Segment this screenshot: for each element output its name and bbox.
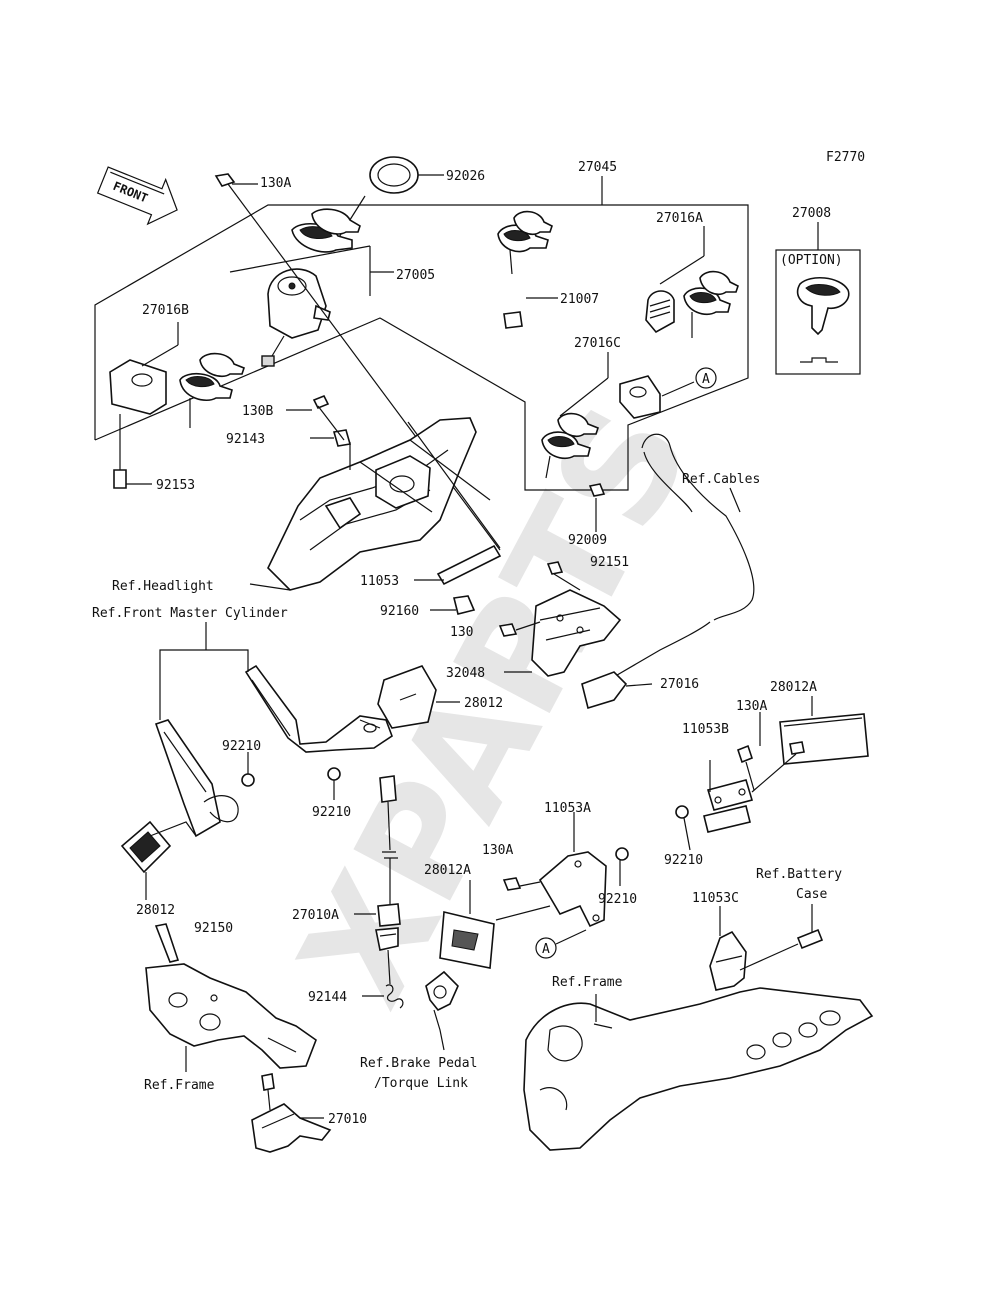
- bracket-11053C: [709, 904, 824, 991]
- leader-lines: [359, 439, 491, 513]
- sensor-28012-mid: [244, 664, 460, 753]
- callout-27045: 27045: [578, 160, 617, 175]
- callout-130: 130: [450, 625, 473, 640]
- callout-92210-left: 92210: [222, 739, 261, 754]
- sensor-28012-left: [120, 719, 239, 900]
- callout-92210-mid: 92210: [312, 805, 351, 820]
- bracket-11053A: [495, 812, 607, 959]
- callout-27016C: 27016C: [574, 336, 621, 351]
- frame-left: [145, 923, 317, 1072]
- callout-92026: 92026: [446, 169, 485, 184]
- bolt-130A-top: [214, 173, 501, 551]
- spring-92144: [362, 970, 459, 1051]
- callout-ref-cables: Ref.Cables: [682, 472, 760, 487]
- lock-27016C: [541, 352, 717, 479]
- callout-27016: 27016: [660, 677, 699, 692]
- front-arrow-label: FRONT: [111, 179, 150, 206]
- callout-28012-mid: 28012: [464, 696, 503, 711]
- keys-27005: [229, 208, 394, 296]
- callout-27005: 27005: [396, 268, 435, 283]
- switch-27010A: [354, 775, 401, 985]
- callout-ref-brake-pedal: Ref.Brake Pedal: [360, 1056, 477, 1071]
- callout-11053: 11053: [360, 574, 399, 589]
- callout-130B: 130B: [242, 404, 273, 419]
- callout-130A-top: 130A: [260, 176, 291, 191]
- callout-A-top: A: [702, 372, 710, 387]
- callout-ref-front-master-cylinder: Ref.Front Master Cylinder: [92, 606, 288, 621]
- plate-28012A-lower: [439, 880, 495, 969]
- callout-92210-lower: 92210: [598, 892, 637, 907]
- callout-21007: 21007: [560, 292, 599, 307]
- lock-27016B: [109, 322, 245, 489]
- plate-28012A-right: [703, 696, 869, 833]
- callout-11053A: 11053A: [544, 801, 591, 816]
- callout-130A-right: 130A: [736, 699, 767, 714]
- nuts-92210: [241, 752, 691, 886]
- callout-130A-lower: 130A: [482, 843, 513, 858]
- callout-28012-left: 28012: [136, 903, 175, 918]
- mount-plate: [498, 561, 653, 710]
- option-box: (OPTION): [775, 222, 861, 375]
- callouts: 130A 92026 27045 27008 27016A 27005 2100…: [92, 160, 842, 1127]
- callout-32048: 32048: [446, 666, 485, 681]
- callout-torque-link: /Torque Link: [374, 1076, 468, 1091]
- kit-outline: [94, 176, 749, 491]
- callout-92150: 92150: [194, 921, 233, 936]
- callout-92151: 92151: [590, 555, 629, 570]
- callout-92144: 92144: [308, 990, 347, 1005]
- callout-92143: 92143: [226, 432, 265, 447]
- keys-21007: [497, 210, 558, 329]
- callout-27010: 27010: [328, 1112, 367, 1127]
- callout-ref-battery: Ref.Battery: [756, 867, 842, 882]
- callout-28012A-lower: 28012A: [424, 863, 471, 878]
- callout-ref-headlight: Ref.Headlight: [112, 579, 214, 594]
- option-label: (OPTION): [780, 253, 843, 268]
- callout-27008: 27008: [792, 206, 831, 221]
- callout-92153: 92153: [156, 478, 195, 493]
- ignition-switch: [261, 268, 331, 367]
- callout-27016A: 27016A: [656, 211, 703, 226]
- callout-11053B: 11053B: [682, 722, 729, 737]
- callout-ref-frame-left: Ref.Frame: [144, 1078, 215, 1093]
- frame-right: [523, 987, 874, 1151]
- callout-ref-battery-case: Case: [796, 887, 827, 902]
- switch-27010: [251, 1073, 332, 1153]
- callout-27010A: 27010A: [292, 908, 339, 923]
- callout-92160: 92160: [380, 604, 419, 619]
- front-master-bracket: [159, 622, 249, 720]
- callout-27016B: 27016B: [142, 303, 189, 318]
- lock-27016A: [645, 226, 739, 338]
- callout-A-lower: A: [542, 942, 550, 957]
- callout-92009: 92009: [568, 533, 607, 548]
- callout-28012A-right: 28012A: [770, 680, 817, 695]
- bracket-assembly: [249, 394, 502, 615]
- callout-ref-frame-right: Ref.Frame: [552, 975, 623, 990]
- cable-assembly: [588, 433, 755, 679]
- callout-11053C: 11053C: [692, 891, 739, 906]
- callout-92210-right: 92210: [664, 853, 703, 868]
- figure-id: F2770: [826, 150, 865, 165]
- front-arrow-icon: FRONT: [96, 166, 178, 226]
